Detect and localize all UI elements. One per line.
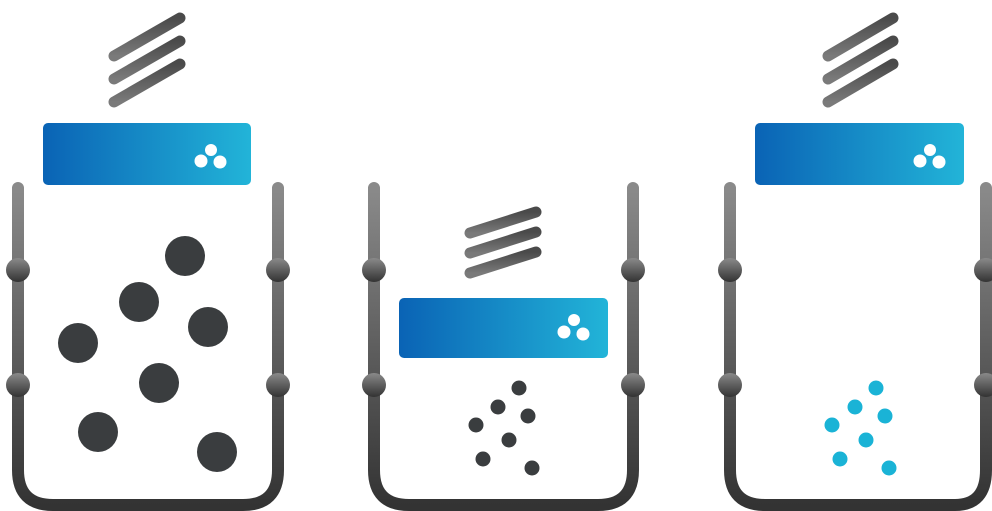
compression-plate bbox=[399, 298, 608, 358]
spring-icon bbox=[828, 18, 893, 102]
stage-1 bbox=[6, 18, 290, 505]
particle bbox=[188, 307, 228, 347]
particle bbox=[833, 452, 848, 467]
particle bbox=[521, 409, 536, 424]
particle bbox=[197, 432, 237, 472]
particle bbox=[119, 282, 159, 322]
container bbox=[6, 188, 290, 505]
particle bbox=[165, 236, 205, 276]
particle bbox=[491, 400, 506, 415]
particle bbox=[848, 400, 863, 415]
particle bbox=[78, 412, 118, 452]
particle bbox=[512, 381, 527, 396]
particle bbox=[882, 461, 897, 476]
compression-plate bbox=[755, 123, 964, 185]
particle bbox=[469, 418, 484, 433]
spring-icon bbox=[114, 18, 180, 102]
particle bbox=[58, 323, 98, 363]
stage-2 bbox=[362, 188, 645, 505]
particle bbox=[825, 418, 840, 433]
compression-plate bbox=[43, 123, 251, 185]
particle bbox=[476, 452, 491, 467]
particle bbox=[525, 461, 540, 476]
container bbox=[718, 188, 992, 505]
container-ridges bbox=[718, 258, 992, 397]
particle bbox=[859, 433, 874, 448]
particle bbox=[869, 381, 884, 396]
spring-icon bbox=[470, 212, 536, 273]
stage-3 bbox=[718, 18, 992, 505]
small-particles bbox=[825, 381, 897, 476]
particle bbox=[502, 433, 517, 448]
particle bbox=[878, 409, 893, 424]
large-particles bbox=[58, 236, 237, 472]
particle bbox=[139, 363, 179, 403]
small-particles bbox=[469, 381, 540, 476]
